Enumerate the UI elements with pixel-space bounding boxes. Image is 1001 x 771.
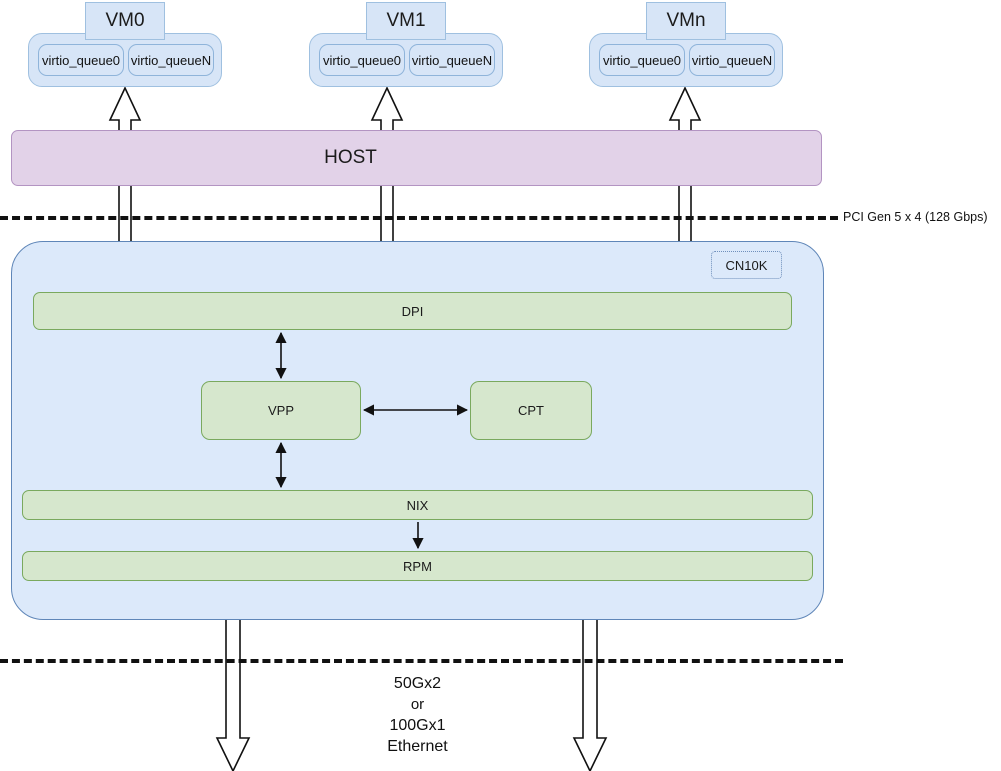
- vm1-title: VM1: [366, 2, 446, 40]
- vm0-queue-0: virtio_queue0: [38, 44, 124, 76]
- pci-boundary-line: [0, 216, 838, 220]
- ethernet-caption: 50Gx2 or 100Gx1 Ethernet: [330, 673, 505, 758]
- block-rpm: RPM: [22, 551, 813, 581]
- vm0-queue-1: virtio_queueN: [128, 44, 214, 76]
- vmn-queue-0: virtio_queue0: [599, 44, 685, 76]
- vm0-title: VM0: [85, 2, 165, 40]
- ethernet-boundary-line: [0, 659, 843, 663]
- block-vpp: VPP: [201, 381, 361, 440]
- block-nix: NIX: [22, 490, 813, 520]
- host-band: HOST: [11, 130, 822, 186]
- vm1-queue-1: virtio_queueN: [409, 44, 495, 76]
- cn10k-tag: CN10K: [711, 251, 782, 279]
- ethernet-line-3: 100Gx1: [389, 716, 446, 734]
- block-cpt: CPT: [470, 381, 592, 440]
- vmn-title: VMn: [646, 2, 726, 40]
- vmn-queue-1: virtio_queueN: [689, 44, 775, 76]
- ethernet-line-1: 50Gx2: [393, 675, 442, 692]
- ethernet-line-4: Ethernet: [387, 738, 448, 756]
- ethernet-line-2: or: [410, 695, 425, 713]
- block-dpi: DPI: [33, 292, 792, 330]
- pci-boundary-label: PCI Gen 5 x 4 (128 Gbps): [843, 210, 988, 224]
- host-label: HOST: [324, 147, 377, 168]
- vm1-queue-0: virtio_queue0: [319, 44, 405, 76]
